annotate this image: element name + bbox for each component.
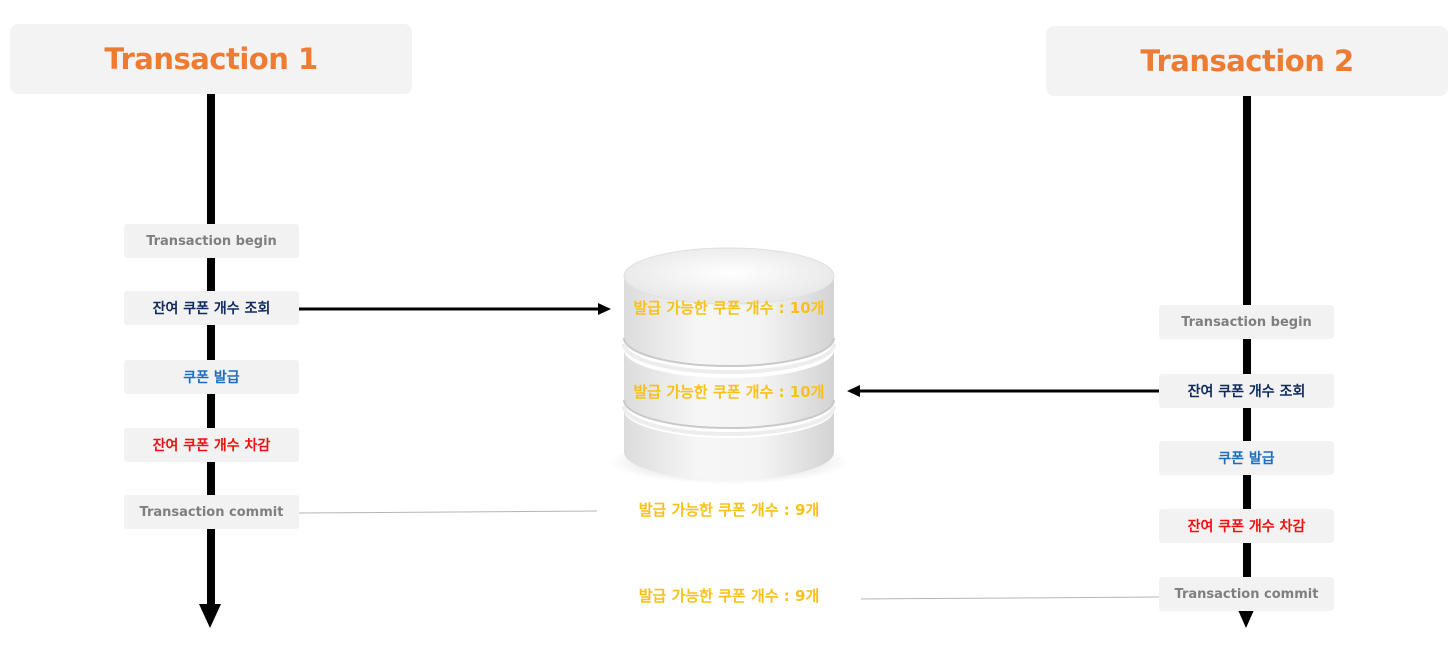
- db-label-t1-commit: 발급 가능한 쿠폰 개수 : 9개: [638, 501, 820, 519]
- t2-commit-step: Transaction commit: [1159, 577, 1334, 611]
- t2-query-step: 잔여 쿠폰 개수 조회: [1159, 374, 1334, 408]
- database-icon: [609, 247, 849, 484]
- t2-decrement-label: 잔여 쿠폰 개수 차감: [1187, 519, 1306, 535]
- t1-decrement-label: 잔여 쿠폰 개수 차감: [152, 438, 271, 454]
- t1-query-step: 잔여 쿠폰 개수 조회: [124, 291, 299, 325]
- transaction-1-timeline-arrowhead: [199, 604, 221, 628]
- t2-issue-step: 쿠폰 발급: [1159, 441, 1334, 475]
- db-label-t2-commit: 발급 가능한 쿠폰 개수 : 9개: [638, 587, 820, 605]
- t1-query-label: 잔여 쿠폰 개수 조회: [152, 301, 271, 317]
- t1-commit-step: Transaction commit: [124, 495, 299, 529]
- transaction-1-header: Transaction 1: [10, 24, 412, 94]
- t1-issue-label: 쿠폰 발급: [183, 370, 240, 386]
- transaction-2-timeline-arrowhead: [1238, 610, 1254, 628]
- t2-begin-step: Transaction begin: [1159, 305, 1334, 339]
- transaction-2-title: Transaction 2: [1140, 44, 1354, 78]
- transaction-1-title: Transaction 1: [104, 42, 318, 76]
- transaction-2-header: Transaction 2: [1046, 26, 1448, 96]
- t2-begin-label: Transaction begin: [1181, 314, 1312, 330]
- transaction-1-timeline: [207, 94, 215, 606]
- t2-commit-connector: [860, 596, 1160, 600]
- t1-issue-step: 쿠폰 발급: [124, 360, 299, 394]
- t2-decrement-step: 잔여 쿠폰 개수 차감: [1159, 509, 1334, 543]
- t1-commit-label: Transaction commit: [139, 504, 284, 520]
- t2-issue-label: 쿠폰 발급: [1218, 451, 1275, 467]
- t1-begin-label: Transaction begin: [146, 233, 277, 249]
- t2-query-label: 잔여 쿠폰 개수 조회: [1187, 384, 1306, 400]
- t2-query-arrow: [847, 385, 1160, 397]
- db-label-t1-read: 발급 가능한 쿠폰 개수 : 10개: [633, 299, 825, 317]
- t1-decrement-step: 잔여 쿠폰 개수 차감: [124, 428, 299, 462]
- t2-commit-label: Transaction commit: [1174, 586, 1319, 602]
- db-label-t2-read: 발급 가능한 쿠폰 개수 : 10개: [633, 383, 825, 401]
- transaction-2-timeline: [1243, 96, 1251, 610]
- t1-begin-step: Transaction begin: [124, 224, 299, 258]
- t1-query-arrow: [299, 303, 611, 315]
- t1-commit-connector: [298, 510, 598, 514]
